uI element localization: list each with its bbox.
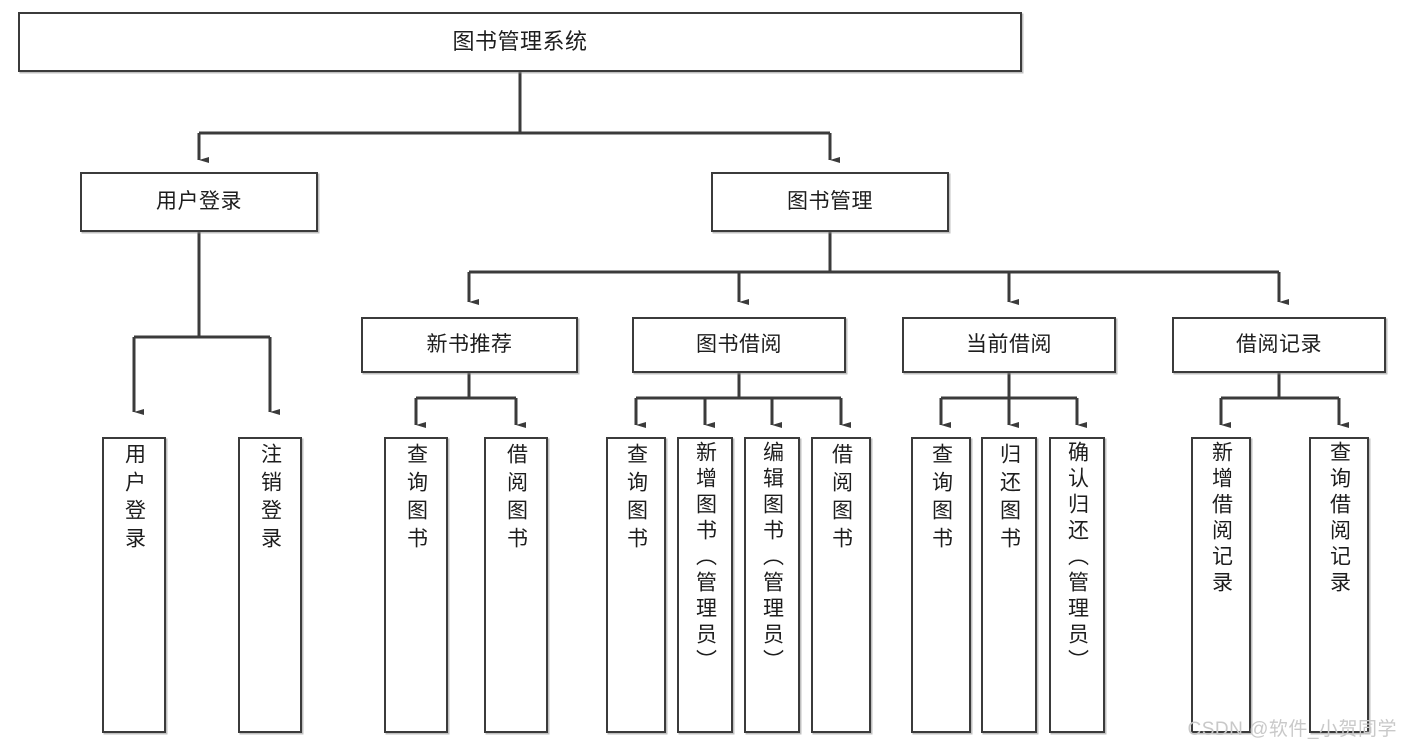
node-new-book-recommend[interactable]: 新书推荐 [361,317,578,373]
node-label: 编辑图书（管理员） [760,441,784,675]
node-label: 注销登录 [258,443,282,555]
leaf-borrow-book[interactable]: 借阅图书 [811,437,871,733]
node-label: 用户登录 [156,189,242,213]
node-book-borrow[interactable]: 图书借阅 [632,317,846,373]
leaf-return-book[interactable]: 归还图书 [981,437,1037,733]
node-label: 借阅图书 [829,443,853,555]
leaf-add-borrow-record[interactable]: 新增借阅记录 [1191,437,1251,733]
node-label: 确认归还（管理员） [1065,441,1089,675]
node-label: 查询图书 [624,443,648,555]
node-label: 图书借阅 [696,332,782,356]
node-label: 新书推荐 [426,332,513,356]
leaf-borrow-book-recommend[interactable]: 借阅图书 [484,437,548,733]
node-label: 当前借阅 [966,332,1052,356]
node-root-library-system[interactable]: 图书管理系统 [18,12,1022,72]
leaf-query-borrow-record[interactable]: 查询借阅记录 [1309,437,1369,733]
node-label: 图书管理 [787,189,873,213]
node-borrow-record[interactable]: 借阅记录 [1172,317,1386,373]
leaf-confirm-return-admin[interactable]: 确认归还（管理员） [1049,437,1105,733]
node-label: 归还图书 [997,443,1021,555]
node-book-management[interactable]: 图书管理 [711,172,949,232]
leaf-query-book-borrow[interactable]: 查询图书 [606,437,666,733]
node-current-borrow[interactable]: 当前借阅 [902,317,1116,373]
leaf-add-book-admin[interactable]: 新增图书（管理员） [677,437,733,733]
leaf-edit-book-admin[interactable]: 编辑图书（管理员） [744,437,800,733]
node-user-login[interactable]: 用户登录 [80,172,318,232]
node-label: 查询图书 [404,443,428,555]
node-label: 查询借阅记录 [1327,441,1351,597]
node-label: 查询图书 [929,443,953,555]
node-label: 新增借阅记录 [1209,441,1233,597]
node-label: 新增图书（管理员） [693,441,717,675]
node-label: 图书管理系统 [452,29,588,55]
leaf-query-book-current[interactable]: 查询图书 [911,437,971,733]
node-label: 借阅记录 [1236,332,1322,356]
leaf-logout[interactable]: 注销登录 [238,437,302,733]
node-label: 借阅图书 [504,443,528,555]
node-label: 用户登录 [122,443,146,555]
leaf-query-book-recommend[interactable]: 查询图书 [384,437,448,733]
leaf-user-login[interactable]: 用户登录 [102,437,166,733]
